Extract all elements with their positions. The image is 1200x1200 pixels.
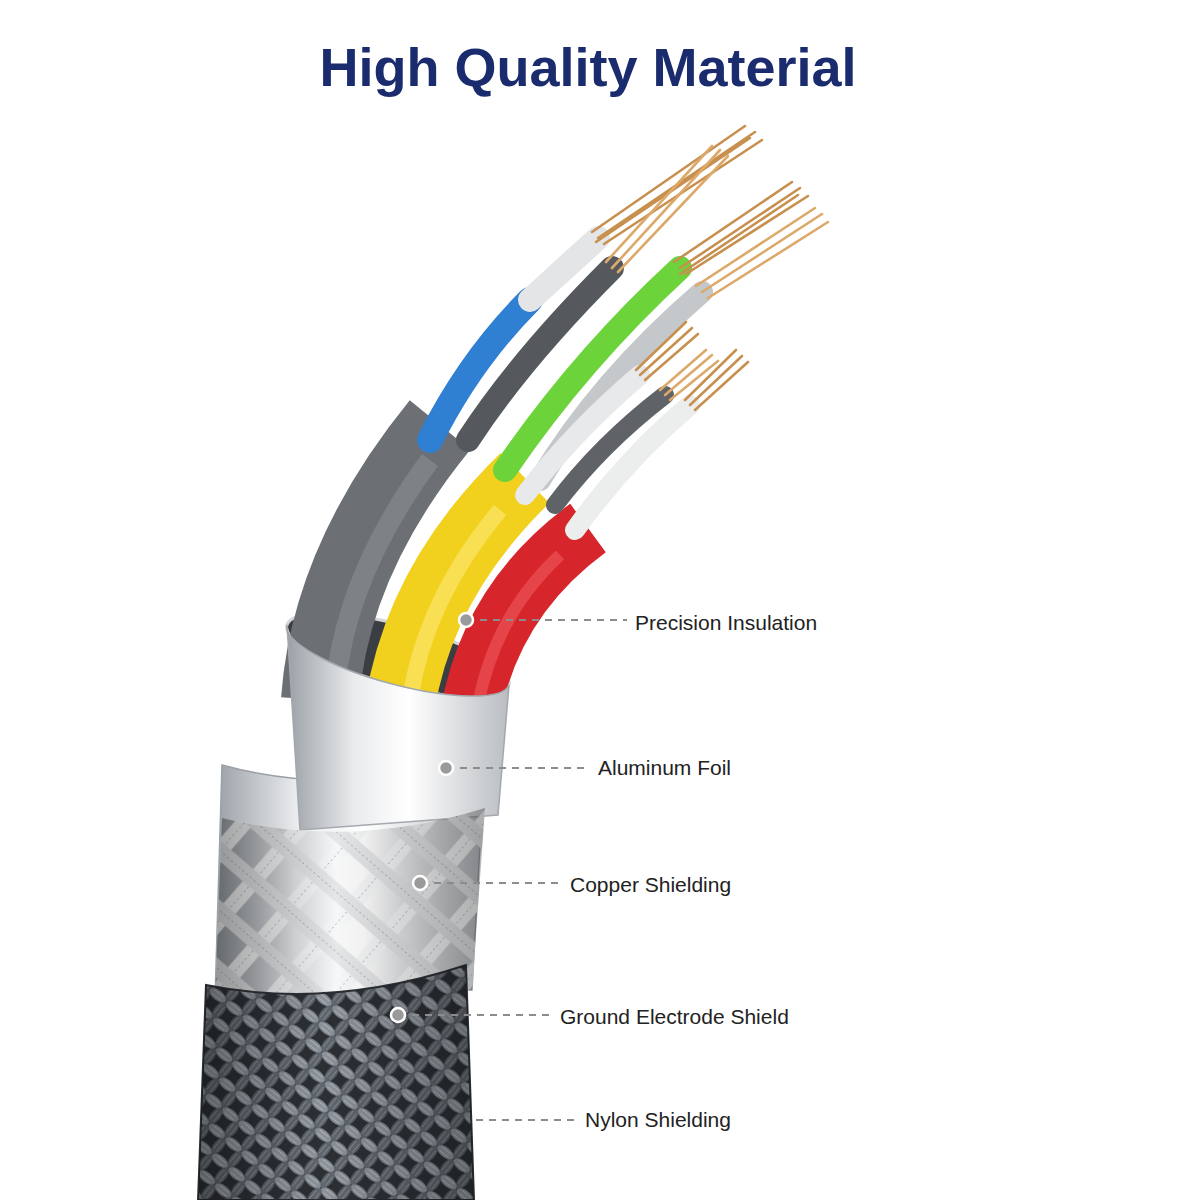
leader-lines: [412, 620, 627, 1120]
leader-dots: [391, 613, 473, 1022]
nylon-braid-jacket: [198, 965, 474, 1200]
part-label: Copper Shielding: [568, 872, 733, 898]
copper-strands: [592, 126, 828, 410]
part-label: Precision Insulation: [633, 610, 819, 636]
part-label: Ground Electrode Shield: [558, 1004, 791, 1030]
part-label: Nylon Shielding: [583, 1107, 733, 1133]
part-label: Aluminum Foil: [596, 755, 733, 781]
inner-wires: [430, 238, 702, 530]
page-title: High Quality Material: [0, 36, 1176, 98]
aluminum-foil: [287, 625, 509, 830]
